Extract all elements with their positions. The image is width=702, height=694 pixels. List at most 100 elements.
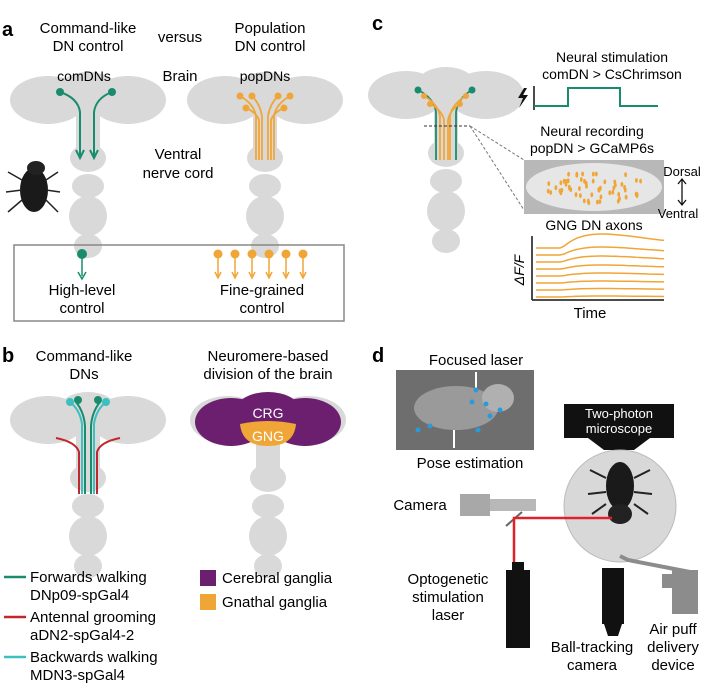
zoom-line-bottom [469, 125, 525, 211]
panel-a-left-title-1: Command-like [40, 20, 137, 37]
legend-high-level-neuron [77, 249, 87, 281]
focused-laser-label: Focused laser [429, 352, 523, 369]
axon-dot [635, 178, 638, 183]
legend-fine-arrowhead [282, 271, 290, 280]
microscope-label-2: microscope [586, 421, 652, 436]
stim-trace [534, 87, 658, 107]
opto-laser-nozzle [512, 562, 524, 572]
legend-fine-arrowhead [299, 271, 307, 280]
legend-fine-arrowhead [231, 271, 239, 280]
ball-camera-lens [604, 624, 622, 636]
axon-dot [587, 200, 591, 206]
axon-dot [546, 188, 550, 194]
rec-title-1: Neural recording [540, 123, 644, 139]
legend-fine-arrowhead [248, 271, 256, 280]
fly-image [5, 161, 61, 213]
ball-camera-body [602, 568, 624, 624]
axon-dot [562, 178, 566, 184]
axon-dot [566, 178, 570, 184]
dff-trace [536, 264, 665, 270]
axon-dot [574, 192, 578, 198]
panel-b-right-title-2: division of the brain [203, 366, 332, 383]
dn-legend-line2: MDN3-spGal4 [30, 667, 125, 684]
panel-a-versus: versus [158, 29, 202, 46]
axon-dot [591, 178, 595, 184]
axon-dot [594, 171, 598, 177]
axon-dot [567, 171, 570, 177]
axon-dot [585, 183, 588, 189]
opto-label-2: stimulation [412, 589, 484, 606]
comdns-label: comDNs [57, 68, 111, 84]
camera-label: Camera [393, 497, 447, 514]
microscope-objective [588, 438, 650, 450]
axon-dot [547, 181, 551, 187]
microscope-box [564, 404, 674, 438]
command-like-somata [66, 396, 110, 406]
panel-b-label: b [2, 345, 14, 367]
axon-dot [618, 196, 621, 202]
dff-trace [536, 233, 665, 249]
axon-dot [598, 199, 602, 205]
crg-label: CRG [252, 405, 283, 421]
dn-legend-line1: Forwards walking [30, 569, 147, 586]
axon-dot [559, 180, 563, 186]
panel-c-label: c [372, 13, 383, 35]
axon-dot [590, 192, 594, 198]
panel-b-left-title-2: DNs [69, 366, 98, 383]
axon-dot [603, 179, 607, 185]
axon-dot [624, 194, 628, 200]
panel-a-right-title-2: DN control [235, 38, 306, 55]
legend-fine-soma [230, 249, 240, 259]
legend-fine-grained-2: control [239, 300, 284, 317]
brain-label: Brain [162, 68, 197, 85]
legend-high-level-1: High-level [49, 282, 116, 299]
microscope-label-1: Two-photon [585, 406, 653, 421]
ganglia-legend-swatch [200, 570, 216, 586]
legend-fine-soma [213, 249, 223, 259]
air-puff-label-1: Air puff [649, 621, 697, 638]
axon-dot [591, 171, 595, 177]
dff-trace [536, 255, 665, 263]
axon-dot [613, 179, 617, 185]
rec-title-2: popDN > GCaMP6s [530, 140, 654, 156]
axon-dot [596, 199, 599, 205]
panel-b-left-title-1: Command-like [36, 348, 133, 365]
air-puff-tube [619, 554, 691, 574]
opto-label-1: Optogenetic [408, 571, 489, 588]
dff-trace [536, 246, 665, 256]
fly-top-view [587, 462, 653, 524]
axon-dot [608, 190, 612, 196]
ball-camera-label-1: Ball-tracking [551, 639, 634, 656]
legend-fine-arrowhead [265, 271, 273, 280]
axon-dot [624, 172, 627, 178]
panel-d-label: d [372, 345, 384, 367]
axon-dot [554, 185, 558, 191]
comdn-soma-left [56, 88, 64, 96]
popdns-label: popDNs [240, 68, 291, 84]
axon-dot [560, 187, 564, 193]
brain-c-neurons [417, 89, 473, 160]
panel-a-right-title-1: Population [235, 20, 306, 37]
legend-fine-soma [298, 249, 308, 259]
axon-dot [611, 189, 615, 195]
ventral-label-2: nerve cord [143, 165, 214, 182]
panel-a-legend-box [13, 244, 345, 322]
brain-c [368, 67, 524, 253]
legend-fine-arrowhead [214, 271, 222, 280]
panel-a-label: a [2, 19, 14, 41]
legend-high-level-2: control [59, 300, 104, 317]
axon-dot [617, 192, 621, 197]
stim-title-1: Neural stimulation [556, 49, 668, 65]
ganglia-legend-swatch [200, 594, 216, 610]
dff-trace [536, 295, 665, 298]
axon-dot [579, 177, 583, 182]
axon-dot [579, 193, 582, 199]
fly-side-view [414, 372, 514, 448]
dff-traces [536, 233, 665, 298]
traces-xlabel: Time [574, 305, 607, 322]
ganglia-legend-label: Cerebral ganglia [222, 570, 333, 587]
panel-b-right-title-1: Neuromere-based [208, 348, 329, 365]
